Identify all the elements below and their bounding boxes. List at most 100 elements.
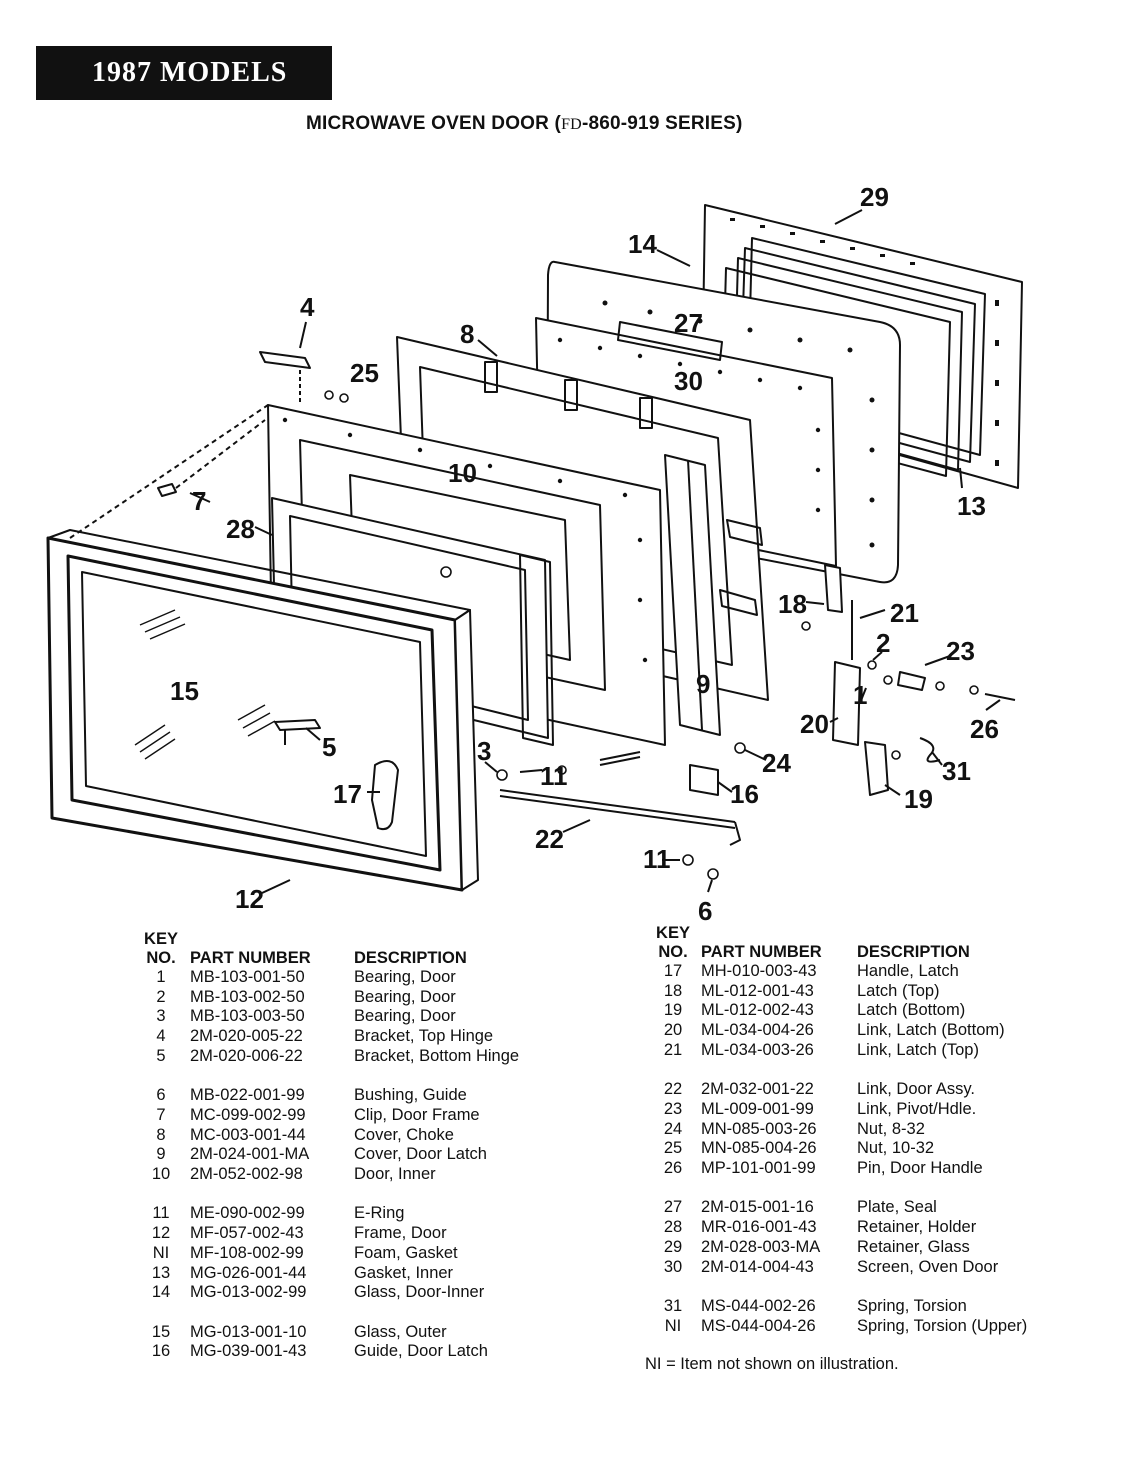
part-number-cell: MG-039-001-43: [190, 1342, 307, 1361]
key-cell: 20: [663, 1021, 683, 1040]
description-header: DESCRIPTION: [857, 943, 970, 961]
part-number-cell: MH-010-003-43: [701, 962, 817, 980]
key-cell: 31: [663, 1296, 683, 1315]
description-cell: Bracket, Top Hinge: [354, 1027, 494, 1046]
part-number-cell: 2M-020-006-22: [190, 1046, 303, 1065]
key-cell: 11: [152, 1204, 170, 1223]
part-number-cell: 2M-028-003-MA: [701, 1237, 821, 1256]
part-number-cell: MB-103-003-50: [190, 1007, 305, 1026]
description-cell: Latch (Bottom): [857, 1001, 966, 1020]
description-cell: Cover, Door Latch: [354, 1145, 487, 1164]
key-cell: 7: [156, 1105, 166, 1124]
part-number-cell: MF-108-002-99: [190, 1243, 304, 1262]
callout-15: 15: [170, 676, 199, 706]
description-cell: E-Ring: [354, 1204, 405, 1223]
description-cell: Link, Latch (Top): [857, 1040, 979, 1059]
key-cell: 10: [151, 1165, 171, 1184]
group-spacer: [645, 1061, 1087, 1081]
latch-assembly: [824, 564, 1016, 796]
description-cell: Plate, Seal: [857, 1198, 937, 1217]
callout-20: 20: [800, 709, 829, 739]
key-cell: 6: [156, 1086, 166, 1105]
key-cell: 19: [663, 1001, 683, 1020]
callout-18: 18: [778, 589, 807, 619]
key-cell: 16: [151, 1342, 171, 1361]
callout-8: 8: [460, 319, 474, 349]
part-number-cell: 2M-052-002-98: [190, 1165, 303, 1184]
part-number-cell: MG-013-002-99: [190, 1283, 307, 1302]
part-number-cell: ML-012-002-43: [701, 1001, 814, 1020]
callout-27: 27: [674, 308, 703, 338]
part-number-cell: 2M-014-004-43: [701, 1257, 814, 1276]
callout-1: 1: [853, 680, 867, 710]
callout-19: 19: [904, 784, 933, 814]
key-cell: 1: [156, 968, 166, 986]
part-number-cell: 2M-015-001-16: [701, 1198, 814, 1217]
table-row: 27 2M-015-001-16 Plate, Seal: [645, 1198, 1087, 1218]
part-number-cell: 2M-032-001-22: [701, 1080, 814, 1099]
callout-11-upper: 11: [540, 761, 568, 791]
key-cell: 30: [663, 1257, 683, 1276]
callout-13: 13: [957, 491, 986, 521]
key-cell: 18: [663, 981, 683, 1000]
exploded-door-diagram: 29 14 27 30 8 4 25 10 7 28 13 18 21 2 23…: [46, 182, 1023, 926]
callout-11-lower: 11: [643, 844, 671, 874]
part-number-cell: MC-099-002-99: [190, 1105, 306, 1124]
description-cell: Pin, Door Handle: [857, 1159, 983, 1178]
part-number-cell: MC-003-001-44: [190, 1125, 306, 1144]
part-22-link-door: [499, 789, 741, 846]
callout-29: 29: [860, 182, 889, 212]
key-cell: 26: [663, 1159, 683, 1178]
table-row: 3 MB-103-003-50 Bearing, Door: [132, 1007, 574, 1027]
part-7-clip: [157, 419, 266, 497]
part-9-cover-latch: [664, 454, 721, 736]
part-number-cell: MB-103-001-50: [190, 968, 305, 986]
key-cell: 27: [663, 1198, 683, 1217]
part-5-bottom-hinge: [274, 719, 321, 745]
description-cell: Retainer, Holder: [857, 1218, 977, 1237]
table-row: 9 2M-024-001-MA Cover, Door Latch: [132, 1145, 574, 1165]
part-number-cell: MB-022-001-99: [190, 1086, 305, 1105]
description-cell: Glass, Door-Inner: [354, 1283, 485, 1302]
part-number-cell: ME-090-002-99: [190, 1204, 305, 1223]
description-cell: Bearing, Door: [354, 1007, 456, 1026]
part-number-cell: MR-016-001-43: [701, 1218, 817, 1237]
part-16-guide: [689, 764, 719, 796]
series-code: FD: [561, 116, 582, 133]
callout-25: 25: [350, 358, 379, 388]
key-cell: NI: [152, 1243, 170, 1262]
part-number-cell: 2M-024-001-MA: [190, 1145, 310, 1164]
part-number-cell: MN-085-004-26: [701, 1139, 817, 1158]
key-cell: 9: [156, 1145, 166, 1164]
description-cell: Latch (Top): [857, 981, 940, 1000]
callout-16: 16: [730, 779, 759, 809]
part-4-top-hinge: [259, 351, 311, 405]
key-cell: 3: [156, 1007, 166, 1026]
model-year-badge: 1987 MODELS: [36, 46, 332, 100]
key-cell: 5: [156, 1046, 166, 1065]
key-cell: 17: [663, 962, 683, 980]
callout-3: 3: [477, 736, 491, 766]
key-cell: 8: [156, 1125, 166, 1144]
title-suffix: -860-919 SERIES): [581, 113, 743, 134]
group-spacer: [132, 1185, 574, 1205]
part-number-cell: MB-103-002-50: [190, 987, 305, 1006]
description-cell: Nut, 8-32: [857, 1119, 925, 1138]
callout-10: 10: [448, 458, 477, 488]
